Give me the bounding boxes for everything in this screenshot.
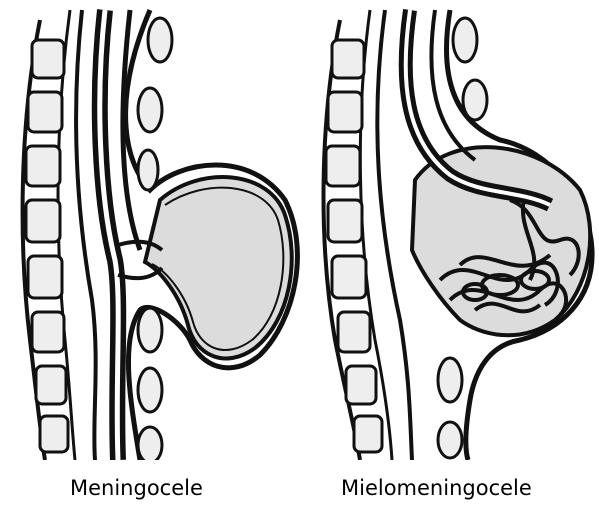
vertebral-bodies xyxy=(26,40,68,452)
myelomeningocele-illustration xyxy=(300,0,599,460)
meningocele-illustration xyxy=(0,0,300,460)
vertebral-bodies xyxy=(326,40,382,452)
meningocele-caption: Meningocele xyxy=(70,476,203,500)
myelomeningocele-caption: Mielomeningocele xyxy=(341,476,532,500)
